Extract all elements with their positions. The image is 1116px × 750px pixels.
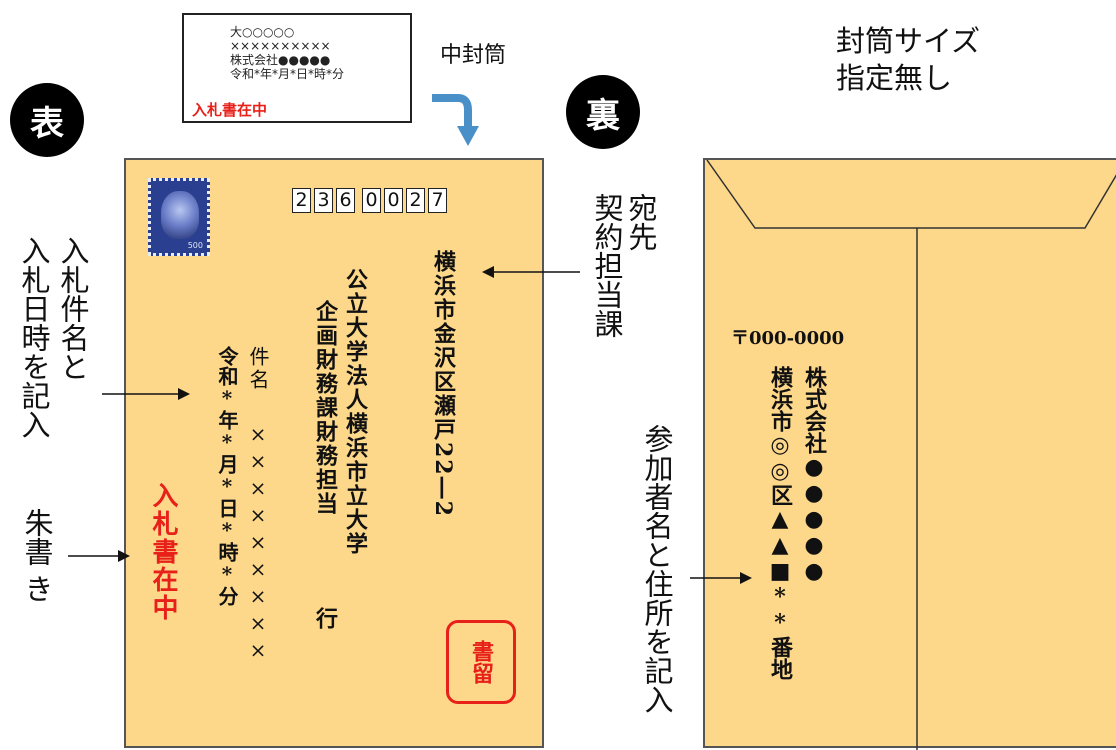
callout-bid-b: 入札日時を記入 <box>17 236 51 439</box>
inner-line-3: 株式会社●●●●● <box>230 53 331 67</box>
callout-bid-a: 入札件名と <box>56 236 90 381</box>
recipient-suffix: 行 <box>312 607 338 631</box>
inner-red-note: 入札書在中 <box>192 101 268 119</box>
arrow-to-subject <box>102 388 190 400</box>
recipient-org: 公立大学法人横浜市立大学 <box>342 268 368 556</box>
postal-digit: 2 <box>406 188 425 213</box>
arrow-to-back-address <box>690 572 752 584</box>
red-bid-note: 入札書在中 <box>148 482 178 622</box>
envelope-flap-lines <box>706 160 1116 750</box>
postal-digit: 0 <box>384 188 403 213</box>
front-address: 横浜市金沢区瀬戸22―2 <box>430 250 456 518</box>
blue-bent-arrow <box>432 94 479 146</box>
registered-mail-stamp: 書留 <box>446 620 516 704</box>
recipient-dept: 企画財務課財務担当 <box>312 300 338 516</box>
arrow-to-red-note <box>68 550 130 562</box>
arrow-to-address <box>482 266 580 278</box>
back-company: 株式会社●●●●● <box>801 366 827 584</box>
front-badge: 表 <box>10 83 84 157</box>
stamp-portrait-icon <box>161 191 199 239</box>
postal-digit: 6 <box>336 188 355 213</box>
back-envelope: 〒000-0000 株式会社●●●●● 横浜市◎◎区▲▲■**番地 <box>703 158 1116 750</box>
subject-value: ××××××××× <box>246 422 270 665</box>
inner-envelope: 大○○○○○ ×××××××××× 株式会社●●●●● 令和*年*月*日*時*分… <box>182 13 412 123</box>
back-address: 横浜市◎◎区▲▲■**番地 <box>767 366 793 680</box>
callout-vermilion-b: き <box>20 574 54 603</box>
inner-envelope-label: 中封筒 <box>440 43 507 68</box>
back-badge: 裏 <box>566 75 640 149</box>
postal-digit: 3 <box>314 188 333 213</box>
size-note-line1: 封筒サイズ <box>836 24 981 58</box>
callout-participant: 参加者名と住所を記入 <box>640 424 674 714</box>
stamp-value: 500 <box>187 241 203 250</box>
callout-addressee-b: 契約担当課 <box>590 193 624 338</box>
registered-label: 書留 <box>468 640 494 684</box>
bid-datetime: 令和*年*月*日*時*分 <box>215 346 239 606</box>
size-note-line2: 指定無し <box>836 61 953 95</box>
inner-line-2: ×××××××××× <box>230 39 331 53</box>
postal-digit: 0 <box>362 188 381 213</box>
callout-addressee-a: 宛先 <box>624 193 658 251</box>
callout-vermilion-a: 朱書 <box>20 508 54 566</box>
postage-stamp: 500 <box>148 178 210 256</box>
postal-digit: 2 <box>292 188 311 213</box>
subject-label: 件名 <box>246 346 270 392</box>
inner-line-1: 大○○○○○ <box>230 25 295 39</box>
back-postal-code: 〒000-0000 <box>731 328 845 349</box>
postal-digit: 7 <box>428 188 447 213</box>
inner-line-4: 令和*年*月*日*時*分 <box>230 67 345 81</box>
front-envelope: 500 2 3 6 0 0 2 7 横浜市金沢区瀬戸22―2 公立大学法人横浜市… <box>124 158 544 748</box>
